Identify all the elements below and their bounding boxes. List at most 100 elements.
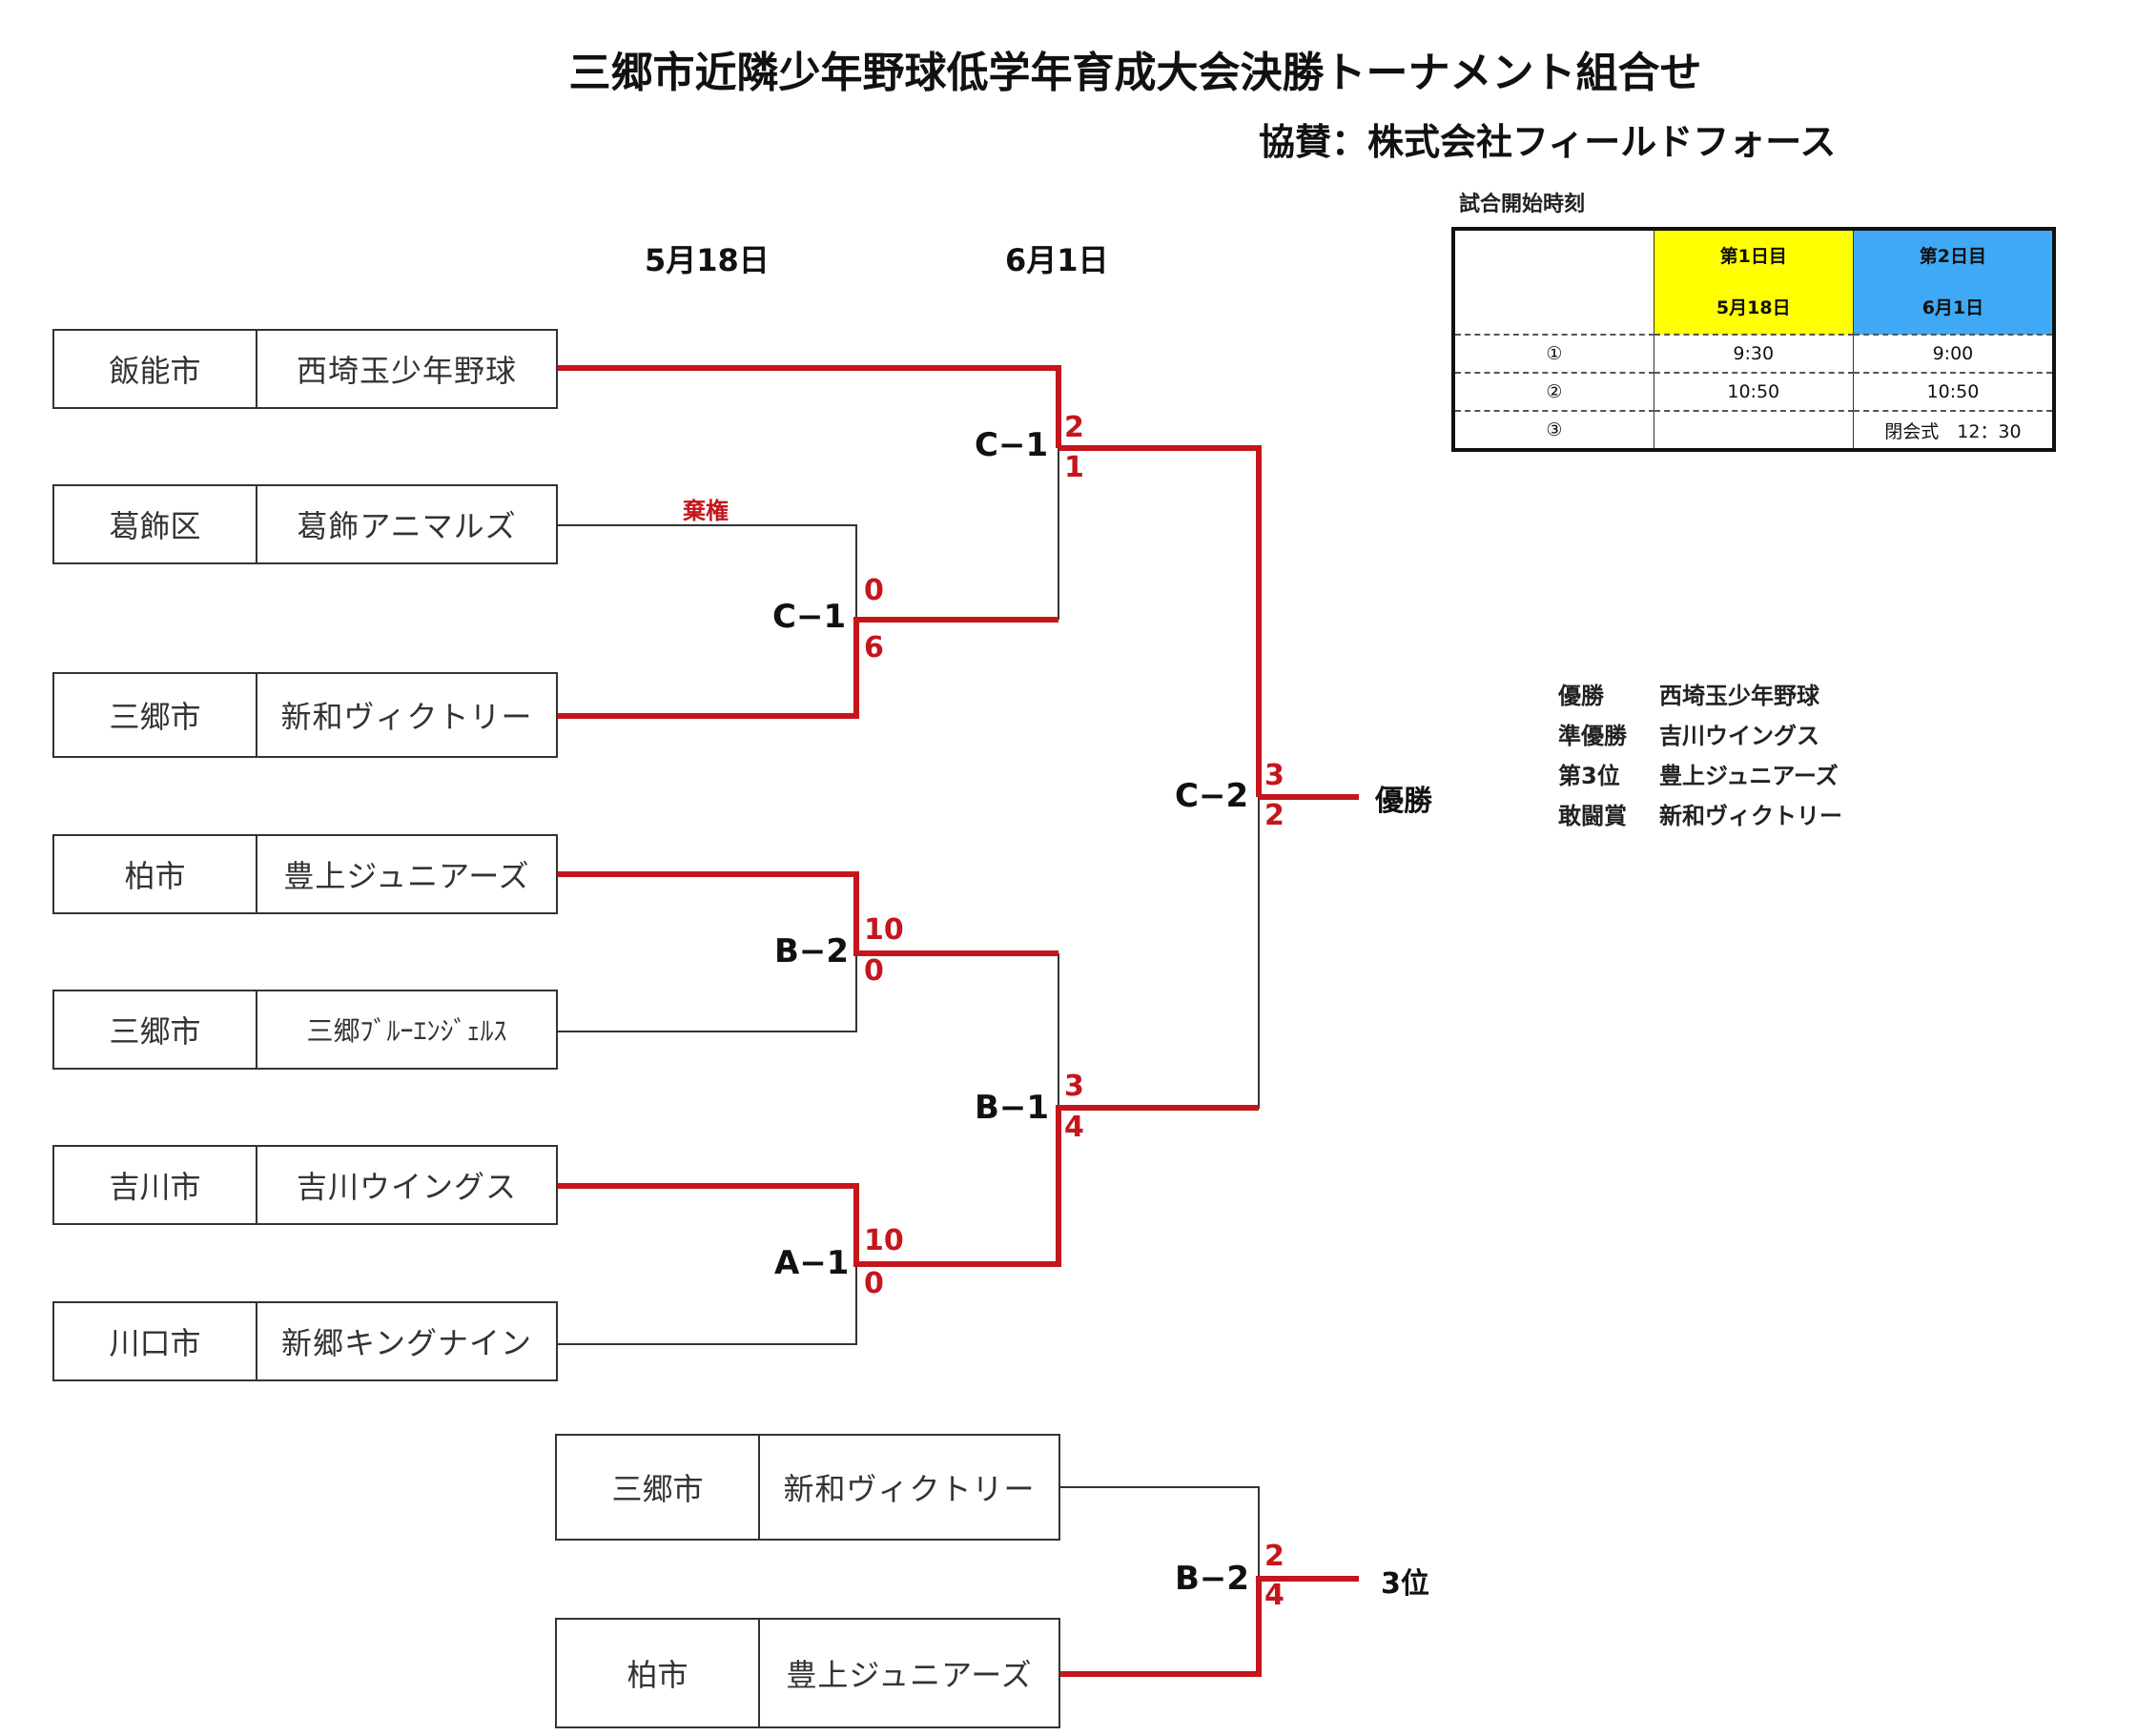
team-name: 吉川ウイングス xyxy=(296,1169,517,1205)
line-final-bottom xyxy=(1058,797,1260,1109)
team-box-2: 葛飾区 葛飾アニマルズ xyxy=(52,484,558,564)
team-box-6: 吉川市 吉川ウイングス xyxy=(52,1145,558,1225)
team-box-5: 三郷市 三郷ﾌﾞﾙｰｴﾝｼﾞｪﾙｽ xyxy=(52,990,558,1070)
team-box-1: 飯能市 西埼玉少年野球 xyxy=(52,329,558,409)
team-box-3: 三郷市 新和ヴィクトリー xyxy=(52,672,558,758)
schedule-table: 第1日目 5月18日 第2日目 6月1日 ① 9:30 9:00 ② 10:50… xyxy=(1451,227,2056,452)
award-label: 第3位 xyxy=(1558,762,1620,789)
win-toyogami-3rd xyxy=(1058,1576,1359,1677)
schedule-day2-header: 第2日目 6月1日 xyxy=(1852,228,2055,336)
schedule-row-3: ③ 閉会式 12：30 xyxy=(1452,410,2055,451)
match-label-r1-a1: A−1 xyxy=(774,1244,850,1282)
line-shingo xyxy=(556,1264,857,1345)
team-city: 柏市 xyxy=(557,1620,760,1726)
line-3rd-top xyxy=(1058,1486,1260,1579)
schedule-day1-header: 第1日目 5月18日 xyxy=(1653,228,1854,336)
team-box-4: 柏市 豊上ジュニアーズ xyxy=(52,834,558,914)
schedule-day2-time: 10:50 xyxy=(1852,372,2055,412)
forfeit-note: 棄権 xyxy=(683,498,729,524)
score-r1-c1-bottom: 6 xyxy=(864,631,884,664)
win-shinwa-r1 xyxy=(556,617,1058,719)
bracket-winner-paths xyxy=(556,365,1359,1677)
champion-label: 優勝 xyxy=(1375,785,1432,818)
team-name: 新和ヴィクトリー xyxy=(783,1471,1036,1507)
win-toyogami-r1 xyxy=(556,871,1058,956)
line-blueangels xyxy=(556,953,857,1032)
team-name: 新郷キングナイン xyxy=(280,1325,533,1361)
award-label: 敢闘賞 xyxy=(1558,802,1627,829)
team-name: 葛飾アニマルズ xyxy=(297,508,517,544)
match-label-r1-c1: C−1 xyxy=(772,598,847,636)
third-team-box-1: 三郷市 新和ヴィクトリー xyxy=(555,1434,1060,1541)
schedule-day1-time: 10:50 xyxy=(1653,372,1854,412)
award-team: 豊上ジュニアーズ xyxy=(1659,762,1839,789)
team-city: 柏市 xyxy=(54,836,257,912)
team-name: 三郷ﾌﾞﾙｰｴﾝｼﾞｪﾙｽ xyxy=(306,1015,507,1047)
match-label-sf-c1: C−1 xyxy=(975,426,1049,464)
award-row: 優勝 西埼玉少年野球 xyxy=(1558,673,1842,713)
team-box-7: 川口市 新郷キングナイン xyxy=(52,1301,558,1381)
score-final-bottom: 2 xyxy=(1264,799,1284,832)
score-third-bottom: 4 xyxy=(1264,1579,1284,1612)
score-sf-c1-bottom: 1 xyxy=(1064,451,1084,484)
win-yoshikawa-r1 xyxy=(556,1105,1259,1267)
schedule-day2-date: 6月1日 xyxy=(1921,297,1984,318)
team-name: 新和ヴィクトリー xyxy=(280,699,533,735)
award-team: 西埼玉少年野球 xyxy=(1659,682,1819,709)
team-name: 豊上ジュニアーズ xyxy=(283,858,530,894)
win-nishisaitama-sf xyxy=(1058,445,1262,797)
score-r1-a1-top: 10 xyxy=(864,1224,904,1257)
score-sf-b1-bottom: 4 xyxy=(1064,1111,1084,1144)
team-city: 三郷市 xyxy=(54,674,257,756)
score-r1-c1-top: 0 xyxy=(864,574,884,607)
schedule-row-2: ② 10:50 10:50 xyxy=(1452,372,2055,412)
schedule-day1-time: 9:30 xyxy=(1653,334,1854,374)
win-nishisaitama-r1 xyxy=(556,365,1061,448)
schedule-slot: ② xyxy=(1452,372,1654,412)
match-label-final-c2: C−2 xyxy=(1175,777,1249,815)
score-r1-b2-top: 10 xyxy=(864,913,904,947)
schedule-day2-time: 9:00 xyxy=(1852,334,2055,374)
schedule-row-1: ① 9:30 9:00 xyxy=(1452,334,2055,374)
award-row: 敢闘賞 新和ヴィクトリー xyxy=(1558,793,1842,833)
team-city: 飯能市 xyxy=(54,331,257,407)
schedule-day2-label: 第2日目 xyxy=(1919,246,1987,267)
sponsor-text: 協賛：株式会社フィールドフォース xyxy=(1259,121,1837,163)
schedule-title: 試合開始時刻 xyxy=(1459,193,1586,216)
award-label: 優勝 xyxy=(1558,682,1604,709)
award-row: 準優勝 吉川ウイングス xyxy=(1558,713,1842,753)
schedule-corner xyxy=(1452,228,1654,336)
team-name: 豊上ジュニアーズ xyxy=(786,1657,1033,1693)
award-team: 吉川ウイングス xyxy=(1659,722,1819,749)
score-sf-c1-top: 2 xyxy=(1064,411,1084,444)
page-title: 三郷市近隣少年野球低学年育成大会決勝トーナメント組合せ xyxy=(568,49,1702,97)
team-city: 三郷市 xyxy=(54,991,257,1068)
date-day2: 6月1日 xyxy=(1005,242,1109,278)
match-label-r1-b2: B−2 xyxy=(774,932,850,970)
line-katsushika xyxy=(556,524,857,620)
third-team-box-2: 柏市 豊上ジュニアーズ xyxy=(555,1618,1060,1728)
award-label: 準優勝 xyxy=(1558,722,1627,749)
team-city: 三郷市 xyxy=(557,1436,760,1539)
match-label-third-b2: B−2 xyxy=(1175,1560,1250,1598)
score-third-top: 2 xyxy=(1264,1540,1284,1573)
score-r1-b2-bottom: 0 xyxy=(864,954,884,988)
third-place-label: 3位 xyxy=(1381,1567,1429,1601)
schedule-day2-time: 閉会式 12：30 xyxy=(1852,410,2055,451)
team-city: 川口市 xyxy=(54,1303,257,1379)
schedule-header-row: 第1日目 5月18日 第2日目 6月1日 xyxy=(1452,228,2055,336)
score-final-top: 3 xyxy=(1264,759,1284,792)
team-name: 西埼玉少年野球 xyxy=(296,353,517,389)
schedule-slot: ③ xyxy=(1452,410,1654,451)
team-city: 葛飾区 xyxy=(54,486,257,562)
match-label-sf-b1: B−1 xyxy=(975,1089,1050,1127)
score-r1-a1-bottom: 0 xyxy=(864,1267,884,1300)
schedule-day1-date: 5月18日 xyxy=(1716,297,1791,318)
schedule-day1-time xyxy=(1653,410,1854,451)
schedule-slot: ① xyxy=(1452,334,1654,374)
date-day1: 5月18日 xyxy=(645,242,770,278)
score-sf-b1-top: 3 xyxy=(1064,1070,1084,1103)
awards-list: 優勝 西埼玉少年野球 準優勝 吉川ウイングス 第3位 豊上ジュニアーズ 敢闘賞 … xyxy=(1558,673,1842,833)
